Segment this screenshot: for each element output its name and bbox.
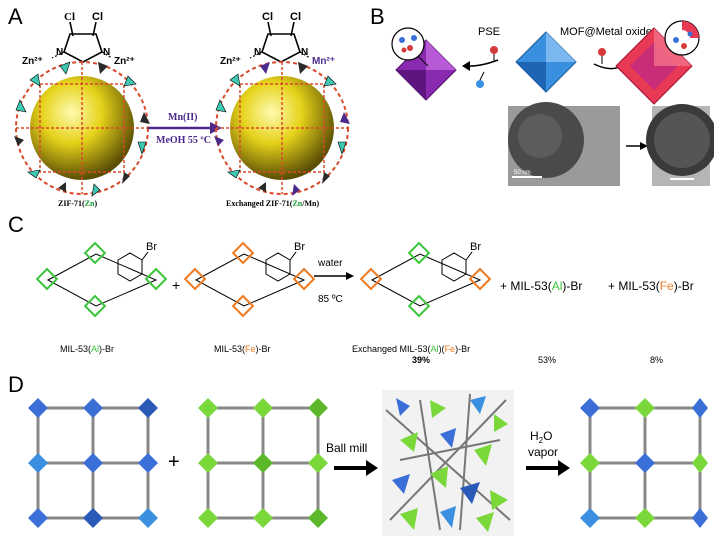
- ligand-right-mn: Mn²⁺: [312, 56, 335, 67]
- label-mil53-fe: MIL-53(Fe)-Br: [214, 344, 271, 354]
- br-label-1: Br: [146, 241, 157, 253]
- ligand-right-n2: N: [301, 47, 308, 58]
- mof-metal-oxide-label: MOF@Metal oxide: [560, 26, 652, 38]
- h2o-label: H2O: [530, 429, 552, 445]
- arrow-label-mn: Mn(II): [168, 112, 197, 123]
- plus-sign-c1: +: [172, 277, 180, 293]
- blue-ion-icon: [476, 80, 484, 88]
- mil53-fe-structure: [183, 241, 316, 318]
- product-fe: + MIL-53(Fe)-Br: [608, 279, 694, 293]
- mil53-al-structure: [35, 241, 168, 318]
- pct-fe: 8%: [650, 355, 663, 365]
- panel-letter-d: D: [8, 372, 24, 397]
- label-mil53-al: MIL-53(Al)-Br: [60, 344, 114, 354]
- amorphous-mixture: [382, 390, 514, 536]
- panel-d-figure: + Ball mill: [28, 390, 708, 536]
- scale-bar-label: 50 nm: [514, 170, 531, 176]
- ligand-left-n1: N: [56, 47, 63, 58]
- pct-al: 53%: [538, 355, 556, 365]
- red-oxide-icon: [598, 48, 606, 56]
- ligand-right-n1: N: [254, 47, 261, 58]
- red-ion-icon: [490, 46, 498, 54]
- vapor-label: vapor: [528, 445, 558, 459]
- panel-b-figure: PSE MOF@Metal oxide 50 nm: [391, 20, 714, 186]
- arrow-label-conditions: MeOH 55 ºC: [156, 135, 211, 146]
- temp-label: 85 ºC: [318, 294, 343, 305]
- caption-zif71: ZIF-71(Zn): [58, 199, 97, 208]
- plus-sign-d: +: [168, 451, 180, 473]
- mil53-exchanged-structure: [359, 241, 492, 318]
- product-al: + MIL-53(Al)-Br: [500, 279, 582, 293]
- panel-a-figure: Cl Cl N N Zn²⁺ Zn²⁺ Cl Cl N N Zn²⁺ Mn²⁺ …: [14, 11, 350, 208]
- panel-letter-c: C: [8, 212, 24, 237]
- pct-exchanged: 39%: [412, 355, 430, 365]
- water-label: water: [317, 258, 343, 269]
- ligand-left-zn-left: Zn²⁺: [22, 56, 43, 67]
- caption-exchanged-zif71: Exchanged ZIF-71(Zn/Mn): [226, 199, 319, 208]
- ligand-right-cl1: Cl: [262, 11, 273, 23]
- panel-c-figure: Br + Br water 85 ºC Br + MIL-53(Al)-Br +…: [35, 241, 694, 365]
- zif-cage-left: [14, 61, 150, 197]
- ligand-left-cl1: Cl: [64, 11, 75, 23]
- br-label-3: Br: [470, 241, 481, 253]
- blue-octahedron: [515, 31, 577, 93]
- pse-arrow: [469, 59, 499, 67]
- label-exchanged-mil53: Exchanged MIL-53(Al)(Fe)-Br: [352, 344, 470, 354]
- framework-blue: [28, 398, 158, 528]
- ligand-left-n2: N: [103, 47, 110, 58]
- ligand-right: [249, 21, 311, 63]
- ball-mill-label: Ball mill: [326, 441, 367, 455]
- framework-mixed: [580, 398, 708, 528]
- br-label-2: Br: [294, 241, 305, 253]
- ligand-left: [51, 21, 113, 63]
- ligand-left-zn-right: Zn²⁺: [114, 56, 135, 67]
- pse-label: PSE: [478, 26, 500, 38]
- tem-image-right: [646, 104, 714, 186]
- panel-letter-b: B: [370, 4, 385, 29]
- panel-letter-a: A: [8, 4, 23, 29]
- framework-green: [198, 398, 328, 528]
- ligand-right-cl2: Cl: [290, 11, 301, 23]
- zif-cage-right: [214, 61, 350, 196]
- zoom-bubble-left: [391, 27, 429, 67]
- zoom-bubble-right: [664, 20, 700, 56]
- ligand-left-cl2: Cl: [92, 11, 103, 23]
- tem-image-left: [508, 102, 620, 186]
- ligand-right-zn: Zn²⁺: [220, 56, 241, 67]
